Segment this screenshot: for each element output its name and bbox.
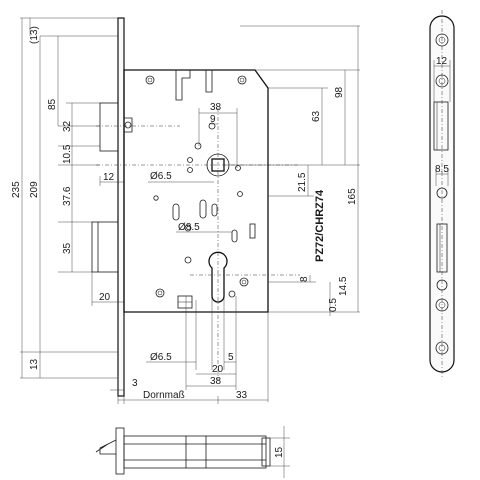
case-hole <box>184 224 192 232</box>
case-hole <box>145 75 155 85</box>
case-hole <box>239 277 249 287</box>
latch-opening <box>433 101 449 151</box>
dim-20-left: 20 <box>99 292 111 303</box>
dim-33: 33 <box>236 390 248 401</box>
dim-20-bottom: 20 <box>212 364 224 375</box>
latch-tongue <box>124 117 133 133</box>
screw-inner <box>438 301 446 309</box>
dim-14-5: 14.5 <box>338 276 349 296</box>
lock-case <box>123 69 269 313</box>
dim-13-top: (13) <box>29 26 40 44</box>
top-view-latch <box>95 439 117 455</box>
dim-209: 209 <box>29 181 40 198</box>
dim-3: 3 <box>132 378 138 389</box>
case-hole <box>208 122 216 130</box>
case-hole <box>153 195 159 201</box>
case-hole <box>187 157 193 163</box>
dim-38-top: 38 <box>210 102 222 113</box>
dim-63: 63 <box>311 110 322 122</box>
dim-12-left: 12 <box>103 172 115 183</box>
dim-dornmass: Dornmaß <box>143 390 185 401</box>
case-hole <box>184 256 192 264</box>
dim-13-bottom: 13 <box>29 358 40 370</box>
dim-35: 35 <box>62 242 73 254</box>
bolt-opening <box>436 223 448 273</box>
screw <box>436 279 448 291</box>
slot <box>199 199 207 219</box>
dim-8-5-plate: 8.5 <box>435 164 449 175</box>
dim-6-5-bottom: Ø6.5 <box>150 352 172 363</box>
dim-10-5: 10.5 <box>62 144 73 164</box>
latch-pin <box>124 121 132 129</box>
model-label: PZ72/CHRZ74 <box>314 189 326 262</box>
slot <box>211 203 218 217</box>
case-slot-left <box>175 70 191 101</box>
dim-6-5-top: Ø6.5 <box>150 171 172 182</box>
dim-235: 235 <box>11 181 22 198</box>
screw <box>436 187 448 199</box>
faceplate <box>117 17 125 397</box>
dim-38-bottom: 38 <box>210 376 222 387</box>
case-hole <box>235 165 241 171</box>
dim-12-plate: 12 <box>436 56 448 67</box>
case-hole <box>155 288 165 298</box>
dim-32: 32 <box>62 120 73 132</box>
dim-85: 85 <box>47 98 58 110</box>
latch-bolt <box>99 102 119 152</box>
case-hole-inner <box>239 77 245 83</box>
dim-37-6: 37.6 <box>62 186 73 206</box>
case-hole-inner <box>241 279 247 285</box>
screw <box>435 74 449 88</box>
case-hole <box>237 75 247 85</box>
dim-5: 5 <box>228 352 234 363</box>
dim-8: 8 <box>299 276 310 282</box>
cylinder-cutout <box>208 251 228 303</box>
case-hole <box>228 290 236 298</box>
dim-8-5-mid: Ø8.5 <box>178 222 200 233</box>
slot <box>249 223 256 239</box>
slot <box>231 229 238 243</box>
top-view-case <box>123 435 267 469</box>
screw-top-inner <box>438 36 446 44</box>
top-view-faceplate <box>115 427 125 475</box>
top-view-end <box>261 437 271 467</box>
case-hole-inner <box>157 290 163 296</box>
case-hole <box>237 191 243 197</box>
screw-bottom-inner <box>438 344 446 352</box>
screw <box>435 298 449 312</box>
dim-15: 15 <box>274 446 285 458</box>
dim-0-5: 0.5 <box>328 298 339 312</box>
dim-165: 165 <box>347 188 358 205</box>
case-hole-inner <box>147 77 153 83</box>
dead-bolt <box>91 221 119 273</box>
case-hole <box>187 167 193 173</box>
case-slot-right <box>205 70 213 93</box>
case-hole <box>194 142 202 150</box>
screw-top <box>435 33 449 47</box>
screw-inner <box>438 77 446 85</box>
dim-9: 9 <box>210 114 216 125</box>
dim-21-5: 21.5 <box>297 172 308 192</box>
dim-98: 98 <box>334 86 345 98</box>
screw-bottom <box>435 341 449 355</box>
slot <box>172 203 180 221</box>
